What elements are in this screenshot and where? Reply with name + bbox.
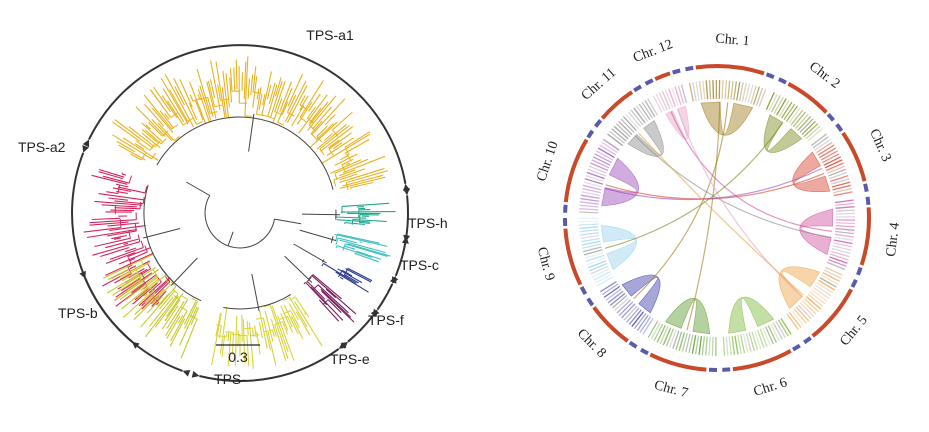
clade-arc [199, 348, 340, 382]
chromosome-label: Chr. 5 [837, 313, 870, 349]
clade-branches [211, 296, 323, 369]
synteny-ribbon [621, 274, 661, 314]
chromosome-tracks [562, 64, 871, 373]
chromosome-segment [764, 77, 835, 143]
clade-label: TPS-e [330, 351, 370, 367]
clade-label: TPS-a1 [306, 27, 354, 43]
clade-label: TPS-h [408, 215, 448, 231]
clade-arc-arrowhead [389, 275, 397, 284]
synteny-link [686, 101, 721, 331]
synteny-link [604, 167, 823, 201]
clade-arc-arrowhead [401, 236, 409, 244]
synteny-ribbon [601, 157, 639, 207]
clade-arc [405, 195, 410, 237]
chromosome-segment [825, 196, 871, 276]
clade-arc [88, 44, 407, 184]
chromosome-segment [721, 316, 801, 372]
clade-label: TPS- [214, 371, 246, 387]
synteny-ribbon [763, 114, 803, 153]
clade-arcs [71, 44, 411, 382]
clade-branches [102, 253, 200, 359]
clade-branches [335, 202, 396, 226]
chromosome-label: Chr. 2 [806, 59, 842, 92]
clade-branches [83, 168, 171, 310]
chromosome-segment [809, 123, 869, 198]
synteny-ribbon [778, 266, 821, 309]
synteny-link [634, 135, 832, 238]
synteny-ribbon [665, 105, 690, 140]
synteny-ribbon [664, 297, 711, 335]
synteny-link [676, 108, 803, 298]
chromosome-label: Chr. 8 [574, 326, 609, 361]
synteny-link [633, 102, 729, 300]
clade-label: TPS-f [368, 312, 404, 328]
clade-arc-arrowhead [402, 188, 410, 196]
clade-arc [84, 278, 183, 372]
clade-branches [334, 233, 391, 263]
clade-branches [321, 262, 373, 293]
clade-arc-arrowhead [370, 309, 378, 318]
chromosome-segment [594, 84, 659, 148]
chromosome-segment [586, 279, 656, 349]
synteny-ribbon [728, 296, 775, 334]
chromosome-label: Chr. 6 [752, 375, 789, 400]
chromosome-segment [684, 64, 775, 110]
scale-bar: 0.3 [216, 344, 260, 365]
clade-arc-arrowhead [82, 139, 90, 148]
chromosome-segment [563, 129, 622, 214]
clade-branches [112, 56, 389, 191]
synteny-ribbon [700, 101, 754, 136]
clade-arc-arrowhead [82, 145, 89, 153]
synteny-link [604, 122, 784, 249]
synteny-ribbon [799, 208, 833, 256]
circos-plot: Chr. 1 Chr. 2 Chr. 3 Chr. 4 Chr. 5 Chr. 6 Chr.… [534, 31, 903, 401]
clade-arc [347, 315, 374, 343]
synteny-ribbon [627, 120, 664, 157]
scale-bar-label: 0.3 [228, 349, 248, 365]
chromosome-label: Chr. 10 [534, 139, 561, 183]
tree-branches [83, 56, 396, 369]
chromosome-segment [562, 217, 616, 295]
synteny-ribbon [600, 224, 638, 271]
tree-backbone [143, 113, 341, 312]
clade-arc-arrowhead [191, 370, 200, 378]
clade-label: TPS-c [400, 257, 439, 273]
clade-branches [303, 274, 357, 323]
chromosome-segment [640, 319, 718, 373]
chromosome-label: Chr. 4 [884, 222, 903, 258]
chromosome-label: Chr. 9 [534, 246, 557, 283]
chromosome-segment [644, 68, 689, 115]
chromosome-segment [784, 265, 858, 345]
chromosome-label: Chr. 11 [579, 65, 619, 103]
synteny-link [670, 111, 833, 232]
chromosome-label: Chr. 7 [652, 378, 689, 401]
synteny-links [600, 101, 833, 335]
chromosome-label: Chr. 12 [631, 37, 675, 66]
clade-arc-arrowhead [182, 370, 191, 377]
chromosome-label: Chr. 3 [866, 127, 894, 164]
clade-arc-arrowhead [79, 270, 86, 279]
synteny-link [637, 132, 804, 296]
clade-arc-arrowhead [340, 341, 348, 349]
clade-arc [376, 283, 394, 310]
chromosome-label: Chr. 1 [715, 31, 750, 49]
clade-label: TPS-b [58, 305, 98, 321]
clade-label: TPS-a2 [18, 139, 66, 155]
